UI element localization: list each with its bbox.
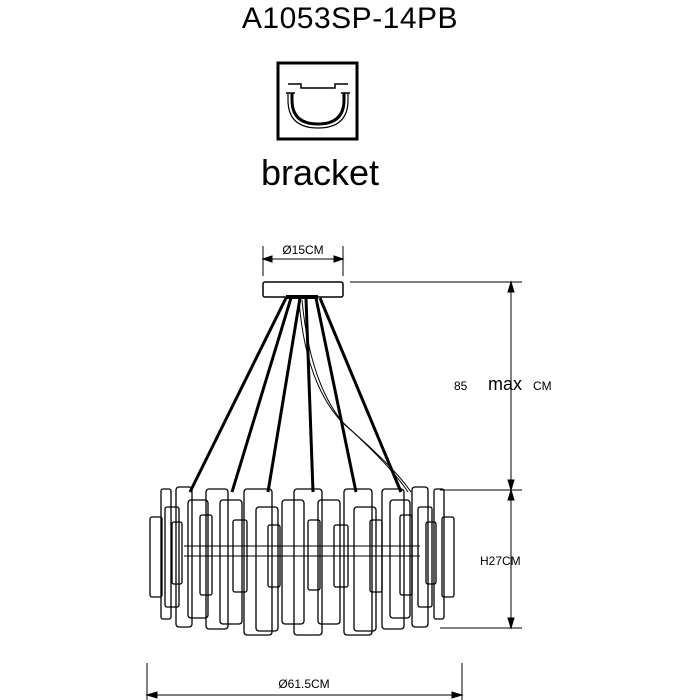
body-diameter-dimension (145, 663, 464, 700)
ceiling-canopy (262, 281, 344, 299)
suspension-length-max: max (488, 374, 522, 394)
canopy-diameter-label: Ø15CM (282, 243, 323, 257)
suspension-length-number: 85 (454, 379, 468, 393)
body-height-label: H27CM (480, 554, 521, 568)
bracket-mount-icon (276, 61, 359, 141)
body-diameter-label: Ø61.5CM (278, 677, 329, 691)
suspension-length-dimension (350, 280, 522, 492)
model-code-title: A1053SP-14PB (241, 2, 459, 35)
bracket-label: bracket (260, 152, 380, 193)
suspension-cables (188, 297, 412, 493)
chandelier-body (149, 486, 455, 636)
canopy-diameter-dimension (261, 246, 345, 276)
suspension-length-unit: CM (533, 379, 552, 393)
body-height-dimension (440, 488, 522, 630)
